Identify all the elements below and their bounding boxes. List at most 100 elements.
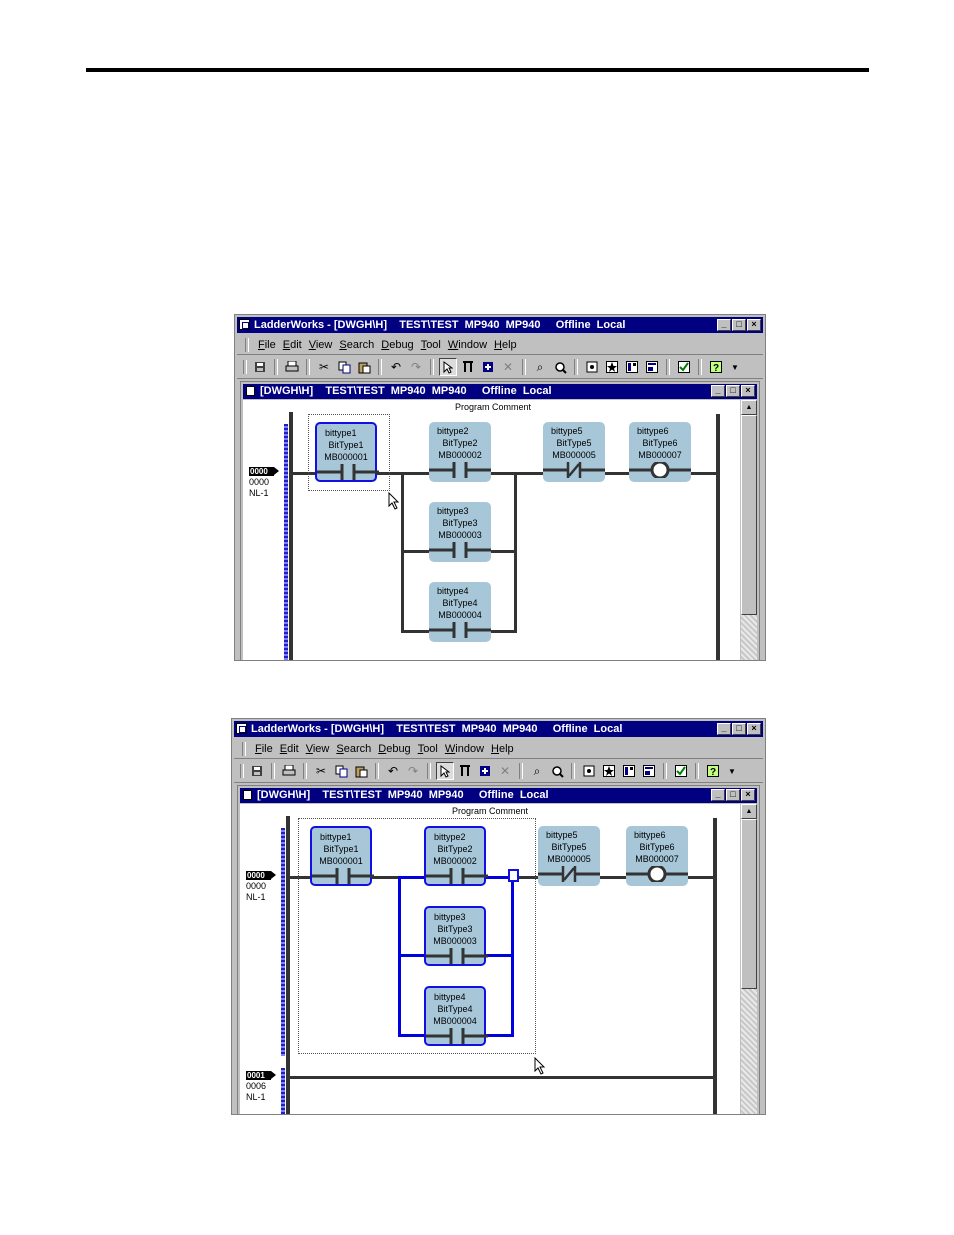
scroll-up-button[interactable]: ▲ [741,400,757,415]
maximize-button[interactable]: □ [732,319,746,331]
cut-icon[interactable]: ✂ [315,764,327,778]
toolbar-grip[interactable] [243,360,247,374]
window-icon[interactable] [640,762,658,780]
menu-grip[interactable] [242,741,246,756]
insert-contact-icon[interactable] [456,762,474,780]
doc-close-button[interactable]: × [741,385,755,397]
scroll-thumb[interactable] [741,819,757,989]
find-icon[interactable]: ⌕ [533,763,541,778]
app-title-bar[interactable]: LadderWorks - [DWGH\H] TEST\TEST MP940 M… [234,721,763,737]
save-icon[interactable] [251,358,269,376]
insert-coil-icon[interactable] [476,762,494,780]
menu-view[interactable]: View [308,338,333,351]
redo-icon[interactable]: ↷ [407,764,419,778]
help-icon[interactable]: ? [704,762,722,780]
favorite-icon[interactable] [600,762,618,780]
scroll-thumb[interactable] [741,415,757,615]
toolbar-overflow-icon[interactable]: ▼ [731,362,739,372]
menu-debug[interactable]: Debug [381,338,414,351]
menu-edit[interactable]: Edit [282,338,302,351]
menu-search[interactable]: Search [339,338,375,351]
paste-icon[interactable] [352,762,370,780]
menu-help[interactable]: Help [494,338,517,351]
scroll-up-button[interactable]: ▲ [741,804,757,819]
watch-icon[interactable] [620,762,638,780]
app-icon[interactable] [239,319,250,330]
select-pointer-icon[interactable] [436,762,454,780]
minimize-button[interactable]: _ [717,723,731,735]
check-icon[interactable] [672,762,690,780]
app-icon[interactable] [236,723,247,734]
doc-close-button[interactable]: × [741,789,755,801]
copy-icon[interactable] [332,762,350,780]
document-icon[interactable] [246,386,255,396]
doc-maximize-button[interactable]: □ [726,385,740,397]
zoom-icon[interactable] [551,358,569,376]
favorite-icon[interactable] [603,358,621,376]
menu-file[interactable]: File [258,338,276,351]
menu-debug[interactable]: Debug [378,742,411,755]
doc-minimize-button[interactable]: _ [711,385,725,397]
menu-tool[interactable]: Tool [417,742,438,755]
select-pointer-icon[interactable] [439,358,457,376]
menu-search[interactable]: Search [336,742,372,755]
menu-tool[interactable]: Tool [420,338,441,351]
paste-icon[interactable] [355,358,373,376]
close-button[interactable]: × [747,723,761,735]
menu-help[interactable]: Help [491,742,514,755]
zoom-icon[interactable] [548,762,566,780]
branch-handle-icon[interactable] [508,869,519,882]
maximize-button[interactable]: □ [732,723,746,735]
compile-icon[interactable] [583,358,601,376]
menu-edit[interactable]: Edit [279,742,299,755]
vertical-scrollbar[interactable]: ▲ [741,804,757,1114]
save-icon[interactable] [248,762,266,780]
close-button[interactable]: × [747,319,761,331]
cut-icon[interactable]: ✂ [318,360,330,374]
menu-grip[interactable] [245,337,249,352]
app-title-bar[interactable]: LadderWorks - [DWGH\H] TEST\TEST MP940 M… [237,317,763,333]
watch-icon[interactable] [623,358,641,376]
document-title-bar[interactable]: [DWGH\H] TEST\TEST MP940 MP940 Offline L… [240,788,757,803]
compile-icon[interactable] [580,762,598,780]
delete-icon[interactable]: ✕ [502,360,514,374]
window-icon[interactable] [643,358,661,376]
document-icon[interactable] [243,790,252,800]
undo-icon[interactable]: ↶ [387,764,399,778]
undo-icon[interactable]: ↶ [390,360,402,374]
insert-contact-icon[interactable] [459,358,477,376]
doc-minimize-button[interactable]: _ [711,789,725,801]
document-title-bar[interactable]: [DWGH\H] TEST\TEST MP940 MP940 Offline L… [243,384,757,399]
check-icon[interactable] [675,358,693,376]
help-icon[interactable]: ? [707,358,725,376]
menu-window[interactable]: Window [447,338,488,351]
toolbar-overflow-icon[interactable]: ▼ [728,766,736,776]
menu-view[interactable]: View [305,742,330,755]
minimize-button[interactable]: _ [717,319,731,331]
menu-window[interactable]: Window [444,742,485,755]
find-icon[interactable]: ⌕ [536,359,544,374]
toolbar-grip[interactable] [240,764,244,778]
redo-icon[interactable]: ↷ [410,360,422,374]
print-icon[interactable] [280,762,298,780]
delete-icon[interactable]: ✕ [499,764,511,778]
menu-file[interactable]: File [255,742,273,755]
print-icon[interactable] [283,358,301,376]
vertical-scrollbar[interactable]: ▲ [741,400,757,660]
doc-maximize-button[interactable]: □ [726,789,740,801]
copy-icon[interactable] [335,358,353,376]
